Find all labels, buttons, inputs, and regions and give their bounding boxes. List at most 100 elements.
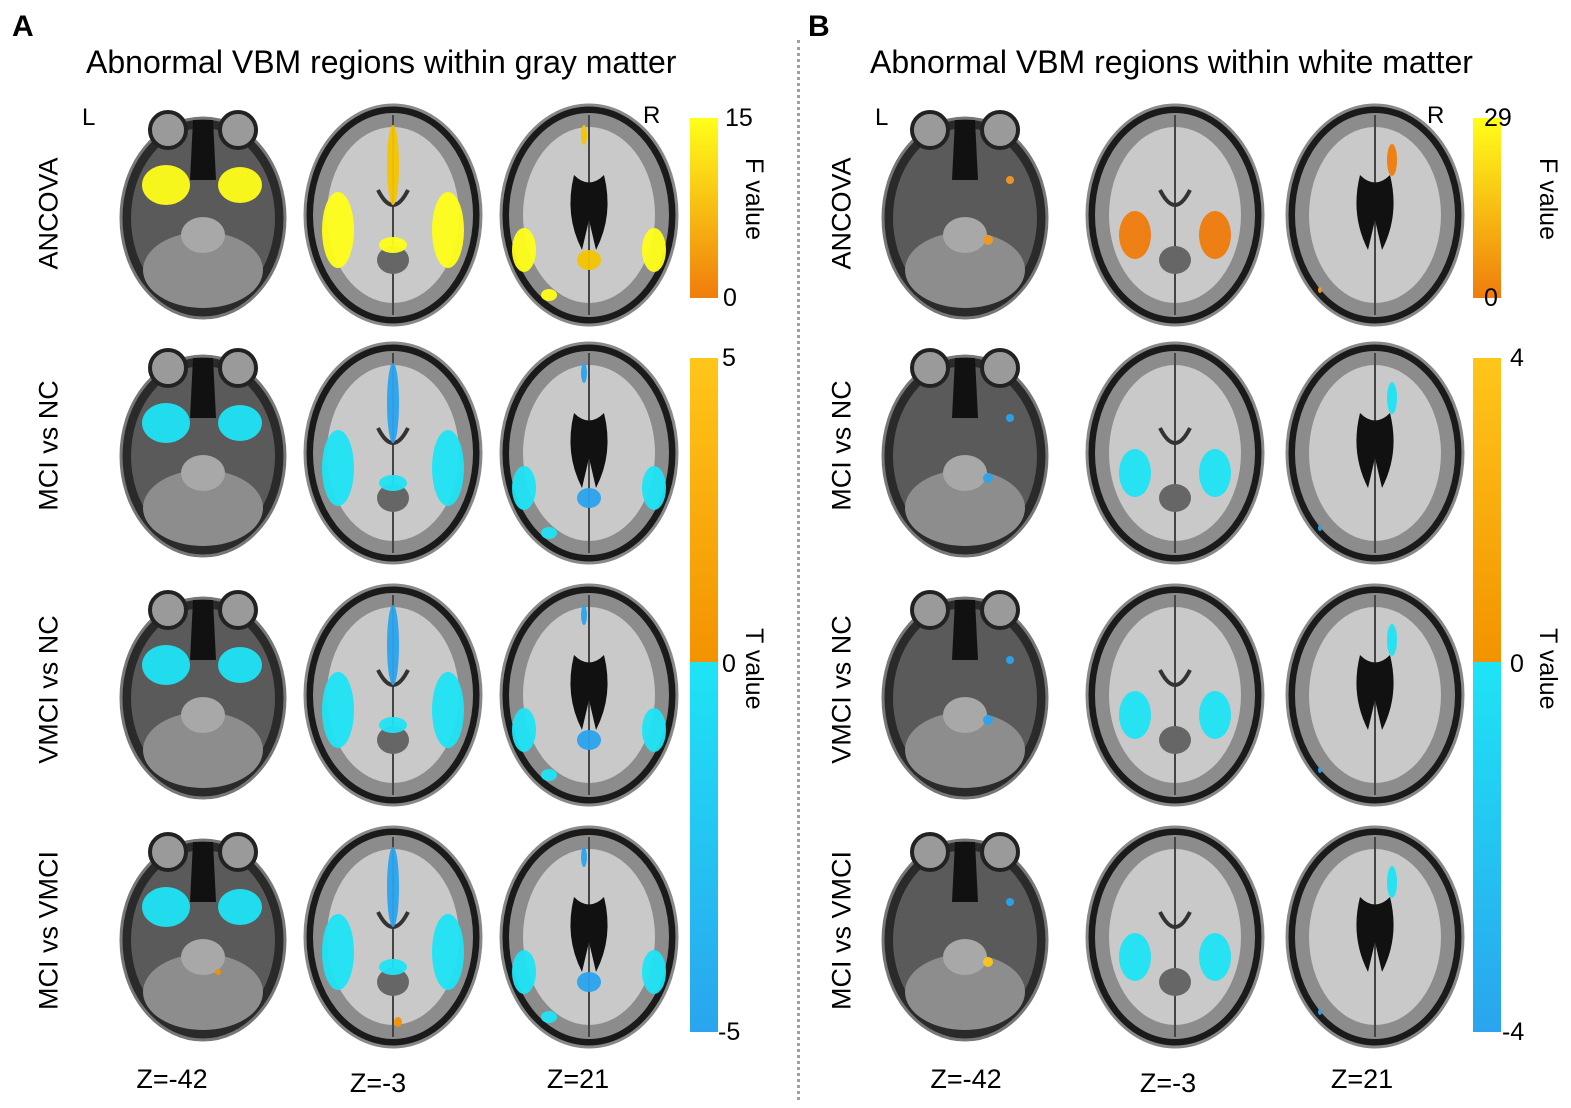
activation-blob bbox=[1387, 866, 1397, 898]
panel-b-t-mid: 0 bbox=[1510, 650, 1524, 678]
activation-blob bbox=[322, 192, 354, 268]
brain-slice-b-r3-c3 bbox=[1285, 583, 1465, 807]
brain-slice-b-r1-c2 bbox=[1085, 103, 1265, 327]
panel-divider bbox=[797, 40, 800, 1100]
panel-a-z-label-2: Z=-3 bbox=[349, 1068, 407, 1098]
activation-blob bbox=[577, 488, 601, 508]
activation-blob bbox=[379, 717, 407, 733]
activation-blob bbox=[581, 125, 587, 145]
brain-slice-a-r4-c3 bbox=[499, 825, 679, 1049]
panel-a-f-title: F value bbox=[740, 158, 768, 240]
brain-slice-b-r3-c1 bbox=[881, 590, 1049, 800]
activation-blob bbox=[1119, 449, 1151, 497]
brain-slice-a-r4-c2 bbox=[303, 825, 483, 1049]
panel-a-right-label: R bbox=[643, 102, 661, 129]
panel-b-t-colorbar-negative bbox=[1473, 662, 1501, 1032]
brain-slice-b-r1-c1 bbox=[881, 110, 1049, 320]
panel-a-f-min: 0 bbox=[723, 284, 737, 312]
brain-slice-a-r2-c2 bbox=[303, 341, 483, 565]
panel-b-f-max: 29 bbox=[1484, 104, 1512, 132]
activation-blob bbox=[387, 605, 399, 685]
brain-slice-a-r3-c2 bbox=[303, 583, 483, 807]
panel-a-row-label-ancova: ANCOVA bbox=[33, 157, 64, 270]
activation-blob bbox=[1318, 525, 1322, 531]
activation-blob bbox=[541, 527, 557, 539]
brain-slice-b-r2-c2 bbox=[1085, 341, 1265, 565]
brain-slice-b-r2-c3 bbox=[1285, 341, 1465, 565]
panel-a-f-max: 15 bbox=[725, 104, 753, 132]
panel-a-letter: A bbox=[12, 10, 34, 43]
panel-a-t-max: 5 bbox=[722, 344, 736, 372]
activation-blob bbox=[1318, 1009, 1322, 1015]
activation-blob bbox=[1199, 691, 1231, 739]
panel-b-t-title: T value bbox=[1534, 628, 1562, 710]
activation-blob bbox=[142, 403, 190, 443]
activation-blob bbox=[983, 715, 993, 725]
activation-blob bbox=[1387, 144, 1397, 176]
brain-slice-a-r1-c2 bbox=[303, 103, 483, 327]
activation-blob bbox=[394, 1017, 402, 1027]
panel-b-f-colorbar bbox=[1473, 118, 1501, 298]
panel-a-t-colorbar-positive bbox=[690, 358, 718, 662]
activation-blob bbox=[1119, 933, 1151, 981]
activation-blob bbox=[218, 167, 262, 203]
panel-b-z-label-1: Z=-42 bbox=[930, 1064, 1002, 1094]
panel-b-row-label-mci-vs-nc: MCI vs NC bbox=[826, 380, 857, 511]
activation-blob bbox=[642, 708, 666, 752]
panel-a-z-label-3: Z=21 bbox=[546, 1064, 610, 1094]
activation-blob bbox=[215, 969, 221, 975]
activation-blob bbox=[577, 250, 601, 270]
panel-b-left-label: L bbox=[875, 104, 889, 131]
panel-a-z-label-1: Z=-42 bbox=[136, 1064, 208, 1094]
brain-slice-a-r2-c3 bbox=[499, 341, 679, 565]
activation-blob bbox=[1387, 624, 1397, 656]
activation-blob bbox=[387, 125, 399, 205]
activation-blob bbox=[512, 466, 536, 510]
panel-a-left-label: L bbox=[82, 104, 96, 131]
brain-slice-b-r2-c1 bbox=[881, 348, 1049, 558]
activation-blob bbox=[1006, 414, 1014, 422]
activation-blob bbox=[1119, 691, 1151, 739]
activation-blob bbox=[642, 466, 666, 510]
panel-a-row-label-mci-vs-nc: MCI vs NC bbox=[33, 380, 64, 511]
activation-blob bbox=[379, 959, 407, 975]
activation-blob bbox=[1006, 656, 1014, 664]
activation-blob bbox=[142, 165, 190, 205]
activation-blob bbox=[1318, 287, 1322, 293]
panel-b-letter: B bbox=[808, 10, 830, 43]
panel-b-title: Abnormal VBM regions within white matter bbox=[870, 44, 1473, 80]
brain-slice-a-r1-c1 bbox=[119, 110, 287, 320]
panel-a-f-colorbar bbox=[690, 118, 718, 298]
panel-a-t-min: -5 bbox=[718, 1018, 741, 1046]
activation-blob bbox=[379, 237, 407, 253]
activation-blob bbox=[1006, 176, 1014, 184]
brain-slice-a-r1-c3 bbox=[499, 103, 679, 327]
activation-blob bbox=[512, 950, 536, 994]
brain-slice-b-r4-c1 bbox=[881, 832, 1049, 1042]
panel-b-right-label: R bbox=[1427, 102, 1445, 129]
panel-a-t-colorbar-negative bbox=[690, 662, 718, 1032]
brain-slice-b-r3-c2 bbox=[1085, 583, 1265, 807]
activation-blob bbox=[642, 228, 666, 272]
panel-b-row-label-mci-vs-vmci: MCI vs VMCI bbox=[826, 851, 857, 1010]
activation-blob bbox=[581, 847, 587, 867]
activation-blob bbox=[432, 672, 464, 748]
panel-a-title: Abnormal VBM regions within gray matter bbox=[86, 44, 677, 80]
panel-a-row-label-mci-vs-vmci: MCI vs VMCI bbox=[33, 851, 64, 1010]
activation-blob bbox=[1387, 382, 1397, 414]
activation-blob bbox=[432, 192, 464, 268]
activation-blob bbox=[512, 708, 536, 752]
activation-blob bbox=[322, 430, 354, 506]
activation-blob bbox=[541, 769, 557, 781]
activation-blob bbox=[387, 363, 399, 443]
brain-slice-a-r3-c3 bbox=[499, 583, 679, 807]
activation-blob bbox=[218, 405, 262, 441]
activation-blob bbox=[322, 914, 354, 990]
panel-a-t-title: T value bbox=[740, 628, 768, 710]
panel-b-t-max: 4 bbox=[1510, 344, 1524, 372]
brain-slice-a-r3-c1 bbox=[119, 590, 287, 800]
panel-b-z-label-2: Z=-3 bbox=[1139, 1068, 1197, 1098]
panel-a-row-label-vmci-vs-nc: VMCI vs NC bbox=[33, 615, 64, 764]
activation-blob bbox=[379, 475, 407, 491]
activation-blob bbox=[541, 289, 557, 301]
